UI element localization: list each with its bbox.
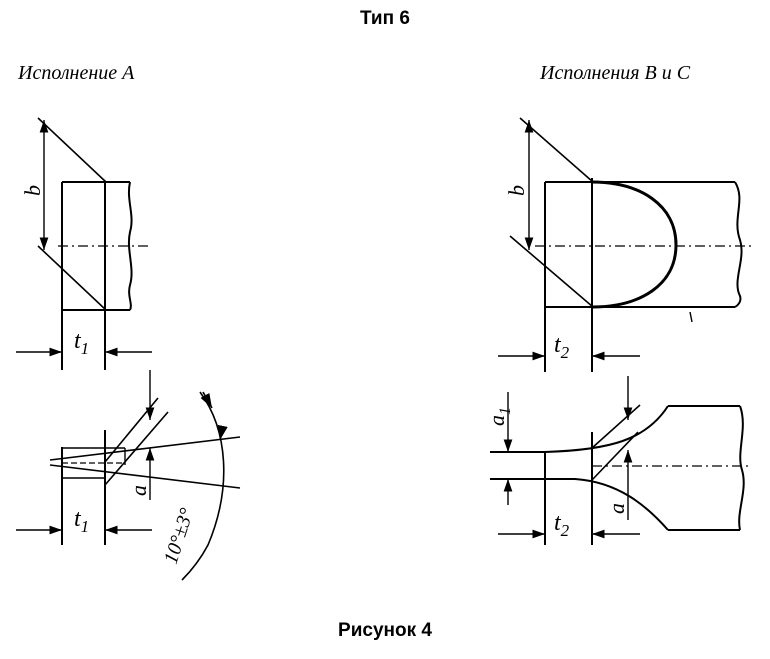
a-side-angle-arrow-mid [217, 424, 228, 441]
a-cut-line-lower [37, 245, 107, 311]
a-side-angle-arrow-top [200, 391, 213, 409]
bc-cut-line-lower [509, 235, 594, 308]
a-cut-line-upper [37, 117, 107, 183]
bc-side-curve-upper [490, 405, 669, 453]
a-side-lower-line [49, 464, 241, 489]
bc-side-curve-lower [490, 478, 669, 531]
bc-label-a: a [604, 503, 629, 514]
bc-side-break [738, 405, 745, 531]
a-label-t1-top: t1 [74, 328, 89, 358]
bc-side-diag-lower [591, 431, 639, 481]
bc-cut-line-upper [519, 117, 594, 183]
view-a-top [16, 117, 152, 370]
bc-curved-cut [591, 180, 678, 309]
bc-label-t2-top: t2 [554, 332, 570, 362]
a-side-diag-lower [104, 411, 169, 486]
bc-label-t2-bottom: t2 [554, 510, 570, 540]
figure-caption: Рисунок 4 [338, 620, 432, 641]
variant-bc-label: Исполнения В и С [540, 62, 691, 84]
a-label-t1-bottom: t1 [74, 506, 89, 536]
a-label-a: a [126, 485, 151, 496]
a-label-b: b [20, 185, 45, 196]
bc-side-diag-upper [591, 404, 641, 449]
a-label-angle: 10°±3° [160, 506, 199, 567]
view-bc-side [490, 376, 752, 545]
bc-mark [689, 311, 693, 323]
variant-a-label: Исполнение А [18, 62, 135, 84]
bc-label-b: b [504, 185, 529, 196]
a-side-angle-arc [181, 391, 225, 581]
figure-type-title: Тип 6 [360, 8, 410, 29]
bc-label-a1: a1 [484, 407, 514, 426]
bc-break-line [734, 181, 743, 308]
view-a-side [16, 370, 241, 581]
view-bc-top [498, 117, 752, 372]
a-side-upper-line [49, 436, 241, 461]
a-break-line [128, 181, 133, 311]
